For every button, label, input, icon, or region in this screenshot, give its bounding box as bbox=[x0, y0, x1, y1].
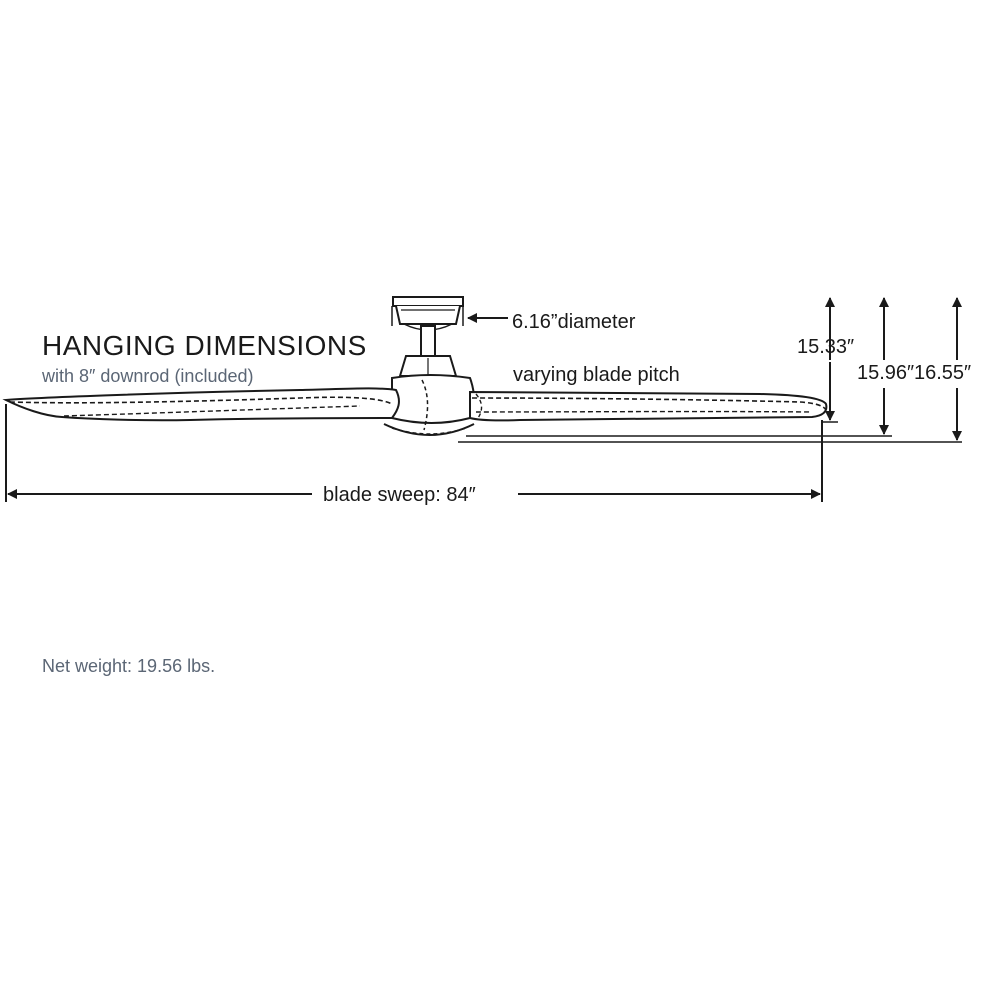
canopy-diameter-label: 6.16”diameter bbox=[512, 311, 636, 333]
page-subtitle: with 8″ downrod (included) bbox=[42, 366, 254, 386]
right-blade bbox=[469, 390, 828, 422]
canopy bbox=[391, 296, 464, 331]
left-blade bbox=[2, 387, 400, 422]
downrod bbox=[398, 325, 458, 377]
motor-housing bbox=[383, 374, 475, 436]
height-label-16-55: 16.55″ bbox=[914, 362, 972, 384]
height-arrows bbox=[825, 297, 962, 441]
height-label-15-33: 15.33″ bbox=[797, 336, 855, 358]
blade-pitch-label: varying blade pitch bbox=[513, 364, 680, 386]
page-title: HANGING DIMENSIONS bbox=[42, 330, 367, 361]
height-label-15-96: 15.96″ bbox=[857, 362, 915, 384]
blade-sweep-dimension bbox=[5, 404, 823, 502]
blade-sweep-label: blade sweep: 84″ bbox=[323, 484, 476, 506]
reference-lines bbox=[458, 421, 962, 443]
net-weight: Net weight: 19.56 lbs. bbox=[42, 656, 216, 676]
